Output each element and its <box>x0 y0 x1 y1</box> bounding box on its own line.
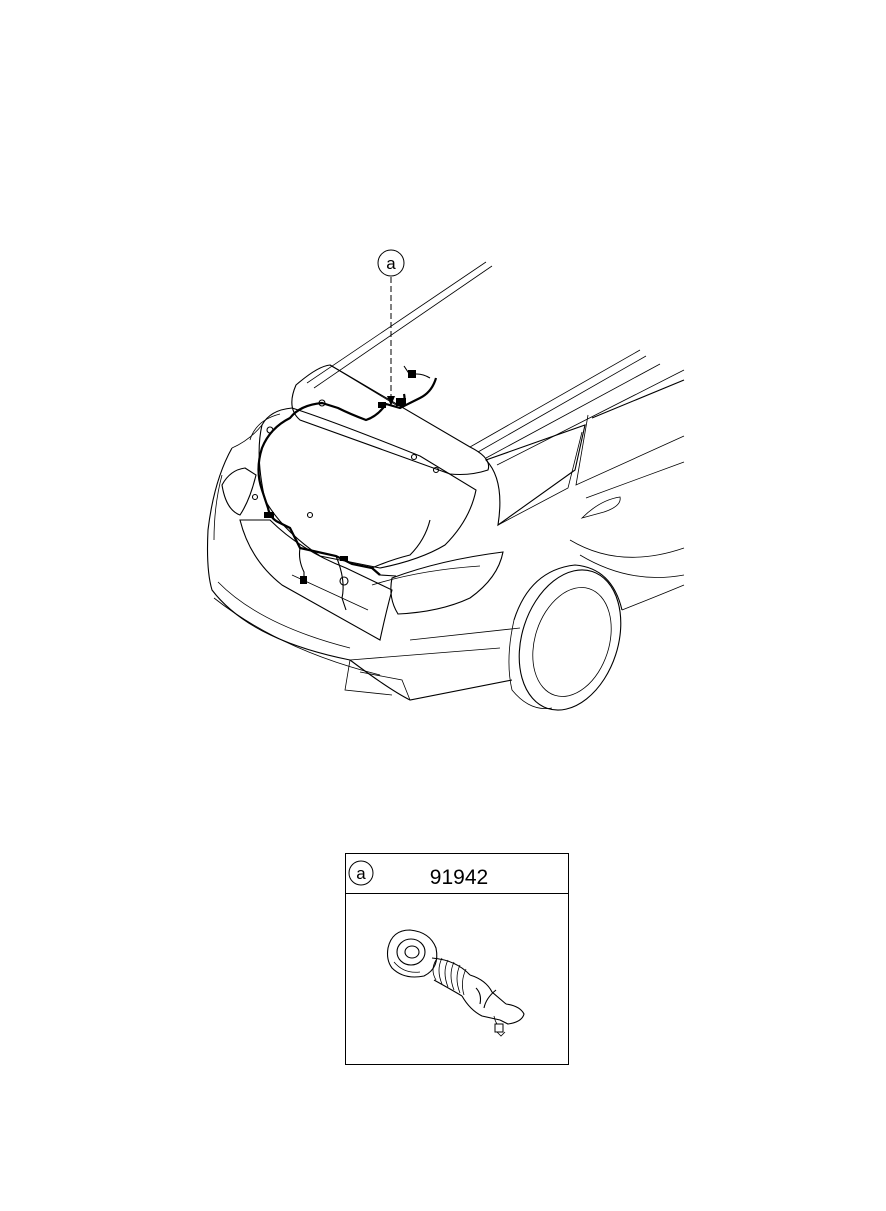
legend-box: a 91942 <box>345 853 569 1065</box>
callout-letter: a <box>386 254 396 273</box>
legend-callout-letter: a <box>356 864 366 883</box>
callout-arrowhead <box>387 396 395 406</box>
car-rear-illustration <box>206 261 685 711</box>
wiring-harness <box>251 365 440 611</box>
callout-a: a <box>377 249 405 406</box>
part-number: 91942 <box>430 866 488 889</box>
grommet-part-illustration <box>386 929 525 1037</box>
legend-callout-circle <box>348 860 374 886</box>
callout-circle <box>377 249 405 277</box>
